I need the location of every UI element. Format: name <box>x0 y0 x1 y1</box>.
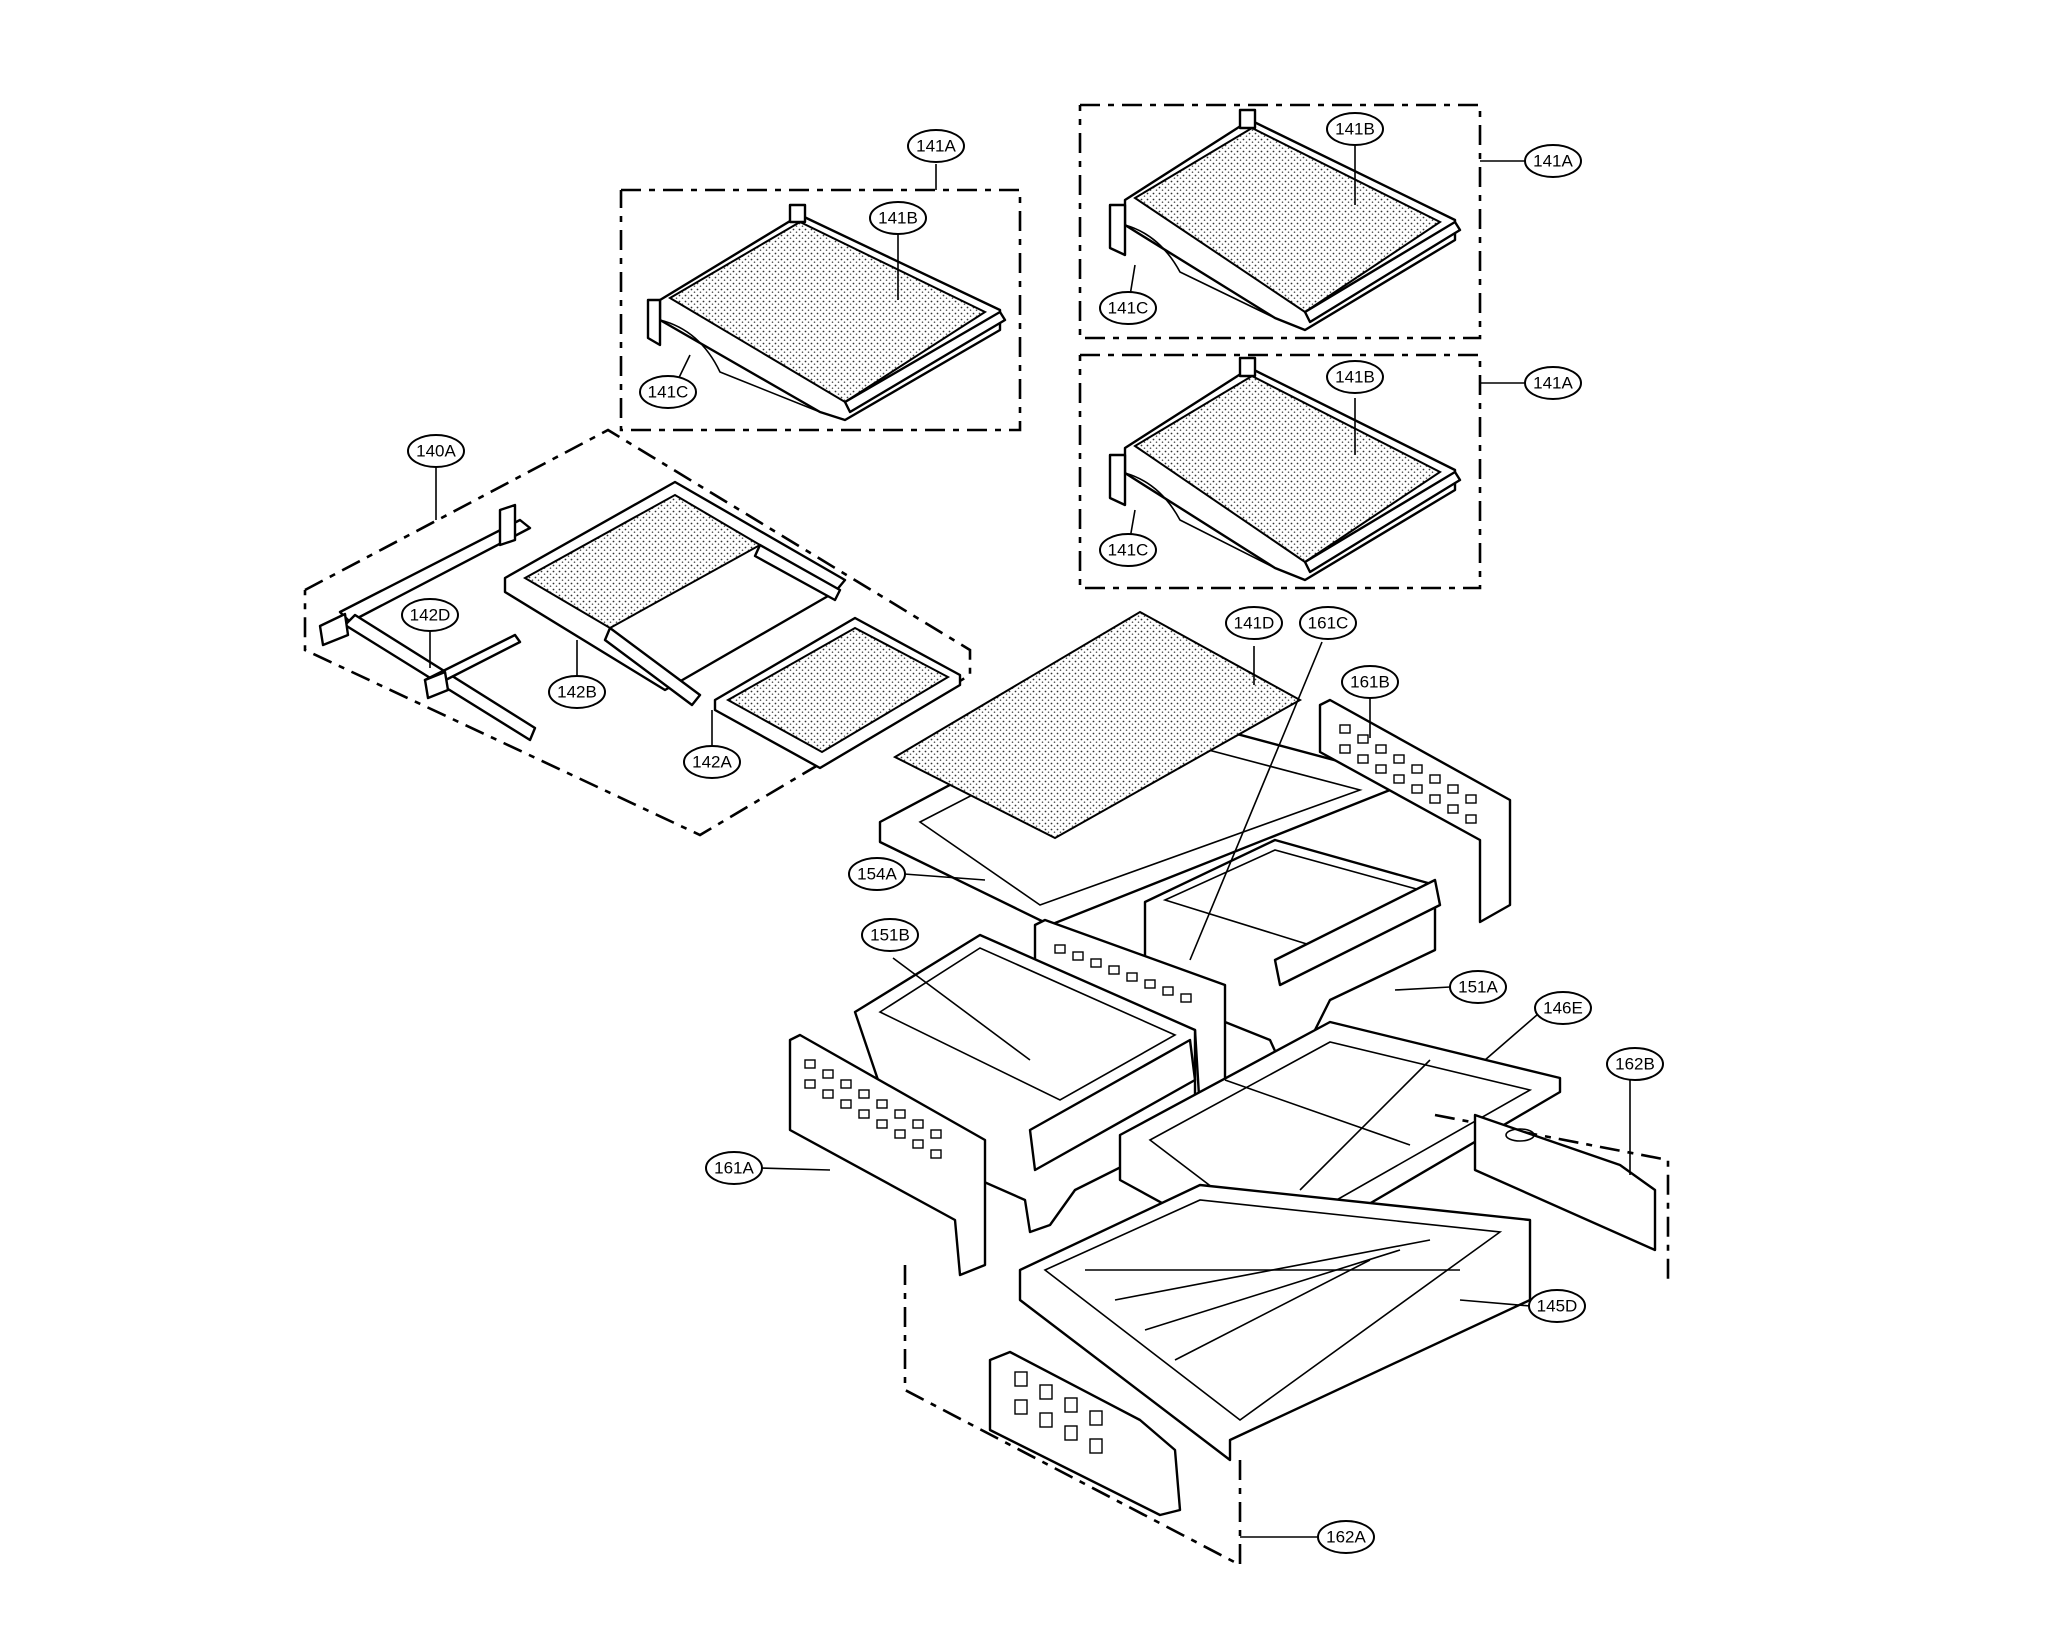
callout-141D: 141D <box>1225 606 1283 640</box>
svg-text:145D: 145D <box>1537 1297 1578 1316</box>
svg-text:141D: 141D <box>1234 614 1275 633</box>
callout-151A: 151A <box>1449 970 1507 1004</box>
callout-142A: 142A <box>683 745 741 779</box>
rail-slots-161C <box>1054 944 1192 1003</box>
group-boundary-141A-right-2 <box>1078 353 1482 590</box>
svg-text:141A: 141A <box>1533 152 1573 171</box>
shelf-glass-142A <box>725 626 951 754</box>
callout-141A-right-2: 141A <box>1524 366 1582 400</box>
callout-141C-right-1: 141C <box>1099 291 1157 325</box>
callout-142B: 142B <box>548 675 606 709</box>
group-boundary-140A <box>303 428 972 837</box>
svg-text:142D: 142D <box>410 606 451 625</box>
svg-text:141B: 141B <box>878 209 918 228</box>
svg-text:141B: 141B <box>1335 120 1375 139</box>
shelf-assembly-141A-right-2 <box>1078 353 1482 590</box>
svg-text:141A: 141A <box>916 137 956 156</box>
callout-151B: 151B <box>861 918 919 952</box>
pan-145D <box>1018 1183 1532 1462</box>
callout-145D: 145D <box>1528 1289 1586 1323</box>
callout-141B-right-1: 141B <box>1326 112 1384 146</box>
svg-text:154A: 154A <box>857 865 897 884</box>
svg-text:141C: 141C <box>1108 299 1149 318</box>
callout-162A: 162A <box>1317 1520 1375 1554</box>
svg-text:162A: 162A <box>1326 1528 1366 1547</box>
svg-text:161A: 161A <box>714 1159 754 1178</box>
crisper-cover-assembly <box>878 610 1392 927</box>
svg-text:161C: 161C <box>1308 614 1349 633</box>
callout-141A-right-1: 141A <box>1524 144 1582 178</box>
group-boundary-141A-right-1 <box>1078 103 1482 340</box>
callout-141C-right-2: 141C <box>1099 533 1157 567</box>
side-rail-161B <box>1318 698 1512 924</box>
svg-text:140A: 140A <box>416 442 456 461</box>
callout-141B-top: 141B <box>869 201 927 235</box>
callout-labels: 141A 141B 141C 141A 141B 141C 141A 141B … <box>401 112 1664 1554</box>
svg-text:141B: 141B <box>1335 368 1375 387</box>
callout-141B-right-2: 141B <box>1326 360 1384 394</box>
callout-154A: 154A <box>848 857 906 891</box>
side-rail-161A <box>788 1033 987 1277</box>
callout-161B: 161B <box>1341 665 1399 699</box>
callout-162B: 162B <box>1606 1047 1664 1081</box>
svg-text:141C: 141C <box>1108 541 1149 560</box>
group-boundary-141A-top <box>619 188 1022 432</box>
callout-161C: 161C <box>1299 606 1357 640</box>
crisper-cover-glass-141D <box>892 610 1303 840</box>
callout-141C-top: 141C <box>639 375 697 409</box>
svg-text:141C: 141C <box>648 383 689 402</box>
shelf-assembly-141A-top <box>619 188 1022 432</box>
side-rail-162B <box>1434 1113 1670 1280</box>
svg-text:142A: 142A <box>692 753 732 772</box>
svg-text:141A: 141A <box>1533 374 1573 393</box>
rail-slots-161B <box>1339 724 1477 824</box>
callout-142D: 142D <box>401 598 459 632</box>
svg-text:162B: 162B <box>1615 1055 1655 1074</box>
shelf-glass-141B-right-1 <box>1133 126 1442 314</box>
bracket-162A <box>988 1350 1182 1517</box>
svg-text:146E: 146E <box>1543 999 1583 1018</box>
shelf-glass-141B-top <box>668 220 988 404</box>
group-boundary-162A <box>903 1265 1242 1568</box>
callout-140A: 140A <box>407 434 465 468</box>
callout-161A: 161A <box>705 1151 763 1185</box>
folding-shelf-assembly-140A <box>303 428 972 837</box>
rail-slots-161A <box>804 1059 942 1159</box>
bottom-bracket-assembly-162A <box>903 1265 1242 1568</box>
shelf-glass-141B-right-2 <box>1133 374 1442 564</box>
bracket-slots-162A <box>1014 1371 1103 1454</box>
svg-text:161B: 161B <box>1350 673 1390 692</box>
shelf-assembly-141A-right-1 <box>1078 103 1482 340</box>
svg-text:142B: 142B <box>557 683 597 702</box>
svg-text:151B: 151B <box>870 926 910 945</box>
callout-146E: 146E <box>1534 991 1592 1025</box>
svg-text:151A: 151A <box>1458 978 1498 997</box>
callout-141A-top: 141A <box>907 129 965 163</box>
